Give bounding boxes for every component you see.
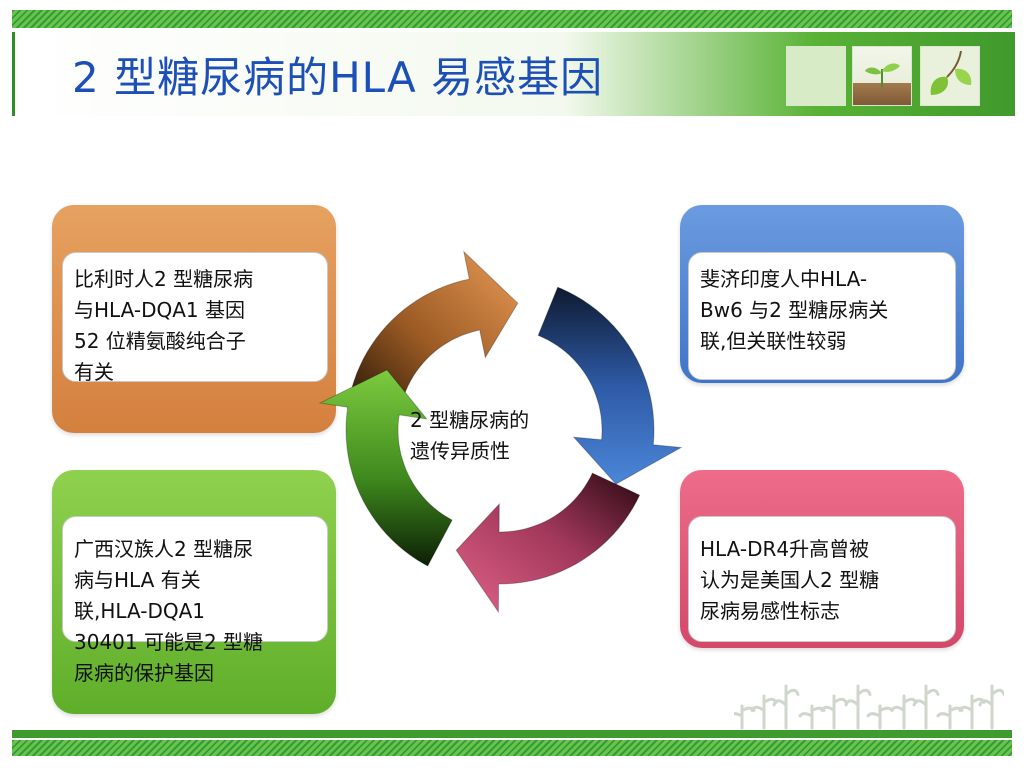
plant-stem (866, 704, 894, 730)
text-top-right: 斐济印度人中HLA- Bw6 与2 型糖尿病关 联,但关联性较弱 (700, 267, 889, 353)
card-bottom-right (688, 516, 956, 642)
header-bar (12, 32, 1015, 116)
card-top-right (688, 252, 956, 380)
card-bottom-left (62, 516, 328, 642)
footer-stripe (12, 730, 1012, 738)
leaves-icon (920, 46, 980, 106)
plant-stem (820, 694, 848, 730)
footer-bar (12, 740, 1012, 756)
card-top-left (62, 252, 328, 382)
cycle-arrow-orange (346, 250, 519, 417)
plant-stem (912, 684, 940, 730)
header-thumbnail-blank (786, 46, 846, 106)
plant-stem (772, 684, 800, 730)
plant-stem (844, 684, 872, 730)
slide-title: 2 型糖尿病的HLA 易感基因 (72, 53, 604, 102)
plant-stem (890, 694, 918, 730)
center-label: 2 型糖尿病的 遗传异质性 (410, 408, 530, 463)
text-bottom-right: HLA-DR4升高曾被 认为是美国人2 型糖 尿病易感性标志 (700, 537, 880, 623)
text-bottom-left: 广西汉族人2 型糖尿 病与HLA 有关 联,HLA-DQA1 30401 可能是… (74, 537, 264, 685)
plant-stem (958, 694, 986, 730)
plant-stem (936, 704, 964, 730)
cycle-arrow-green (318, 369, 453, 567)
text-top-left: 比利时人2 型糖尿病 与HLA-DQA1 基因 52 位精氨酸纯合子 有关 (74, 267, 254, 384)
cycle-arrow-pink (455, 472, 641, 614)
sprout-icon (852, 46, 912, 106)
plant-silhouette-icon (734, 684, 1004, 730)
plant-stem (750, 694, 778, 730)
plant-stem (978, 684, 1004, 730)
top-stripe (12, 10, 1012, 28)
plant-stem (798, 704, 826, 730)
